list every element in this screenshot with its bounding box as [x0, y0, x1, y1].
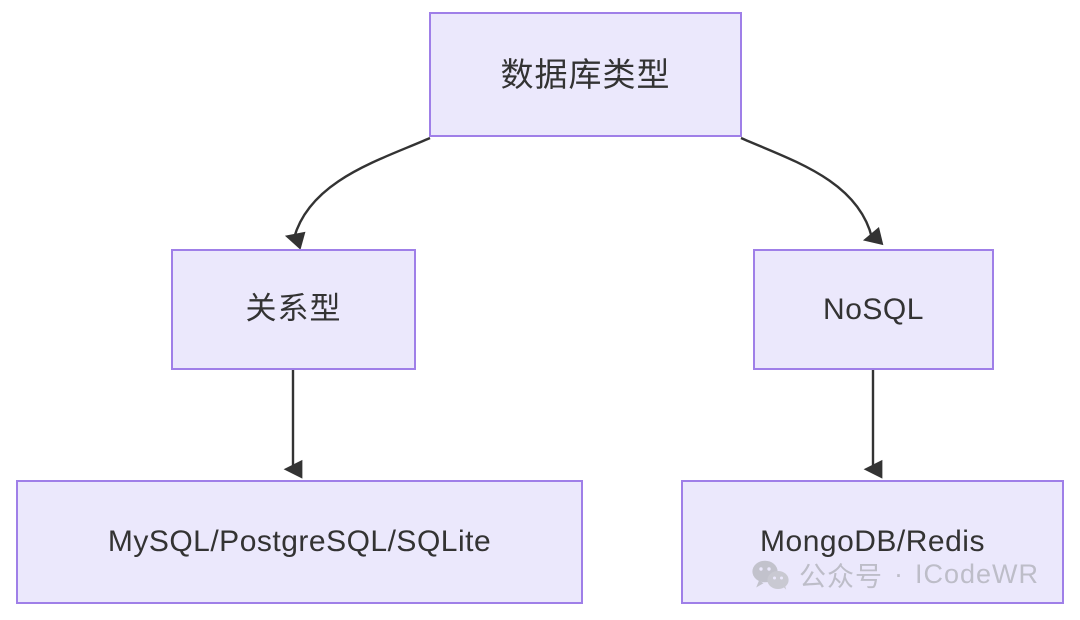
node-label: MongoDB/Redis	[760, 525, 985, 559]
node-database-type[interactable]: 数据库类型	[429, 12, 742, 137]
node-nosql-products[interactable]: MongoDB/Redis	[681, 480, 1064, 604]
edge-root-to-nosql	[740, 136, 884, 246]
node-label: 关系型	[245, 291, 342, 327]
node-label: NoSQL	[823, 292, 924, 326]
node-label: MySQL/PostgreSQL/SQLite	[107, 525, 492, 559]
node-label: 数据库类型	[500, 55, 671, 93]
node-relational[interactable]: 关系型	[171, 249, 416, 370]
node-sql-products[interactable]: MySQL/PostgreSQL/SQLite	[16, 480, 583, 604]
edge-root-to-relational	[284, 136, 431, 250]
node-nosql[interactable]: NoSQL	[753, 249, 994, 370]
